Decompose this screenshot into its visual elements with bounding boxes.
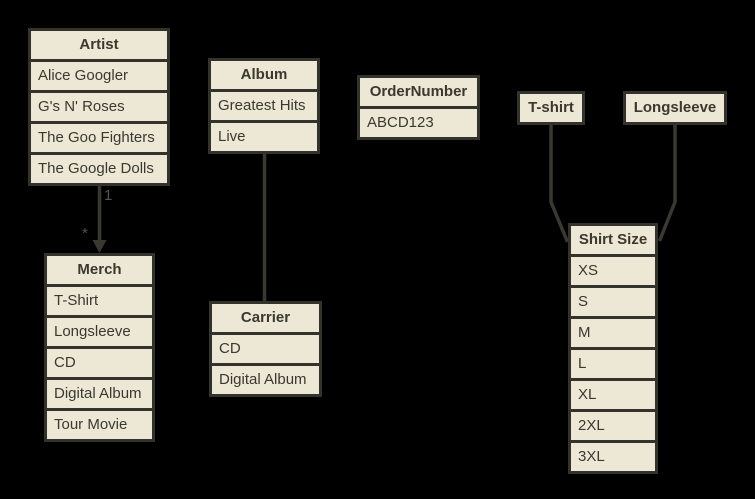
table-merch: Merch T-Shirt Longsleeve CD Digital Albu… xyxy=(44,253,155,442)
artist-merch-arrowhead-icon xyxy=(92,240,107,253)
merch-row: Longsleeve xyxy=(47,315,152,346)
table-shirt-size-title: Shirt Size xyxy=(578,231,648,248)
order-number-row: ABCD123 xyxy=(360,106,477,137)
album-row: Live xyxy=(211,120,317,151)
shirt-size-row: 3XL xyxy=(571,440,655,471)
merch-row: Tour Movie xyxy=(47,408,152,439)
artist-row: The Goo Fighters xyxy=(31,121,167,152)
artist-row: Alice Googler xyxy=(31,59,167,90)
table-album: Album Greatest Hits Live xyxy=(208,58,320,154)
shirt-size-row: XL xyxy=(571,378,655,409)
shirt-size-row: 2XL xyxy=(571,409,655,440)
cardinality-label-one: 1 xyxy=(104,187,113,204)
table-order-number: OrderNumber ABCD123 xyxy=(357,75,480,140)
table-order-number-title: OrderNumber xyxy=(369,83,468,100)
table-merch-title: Merch xyxy=(77,261,122,278)
merch-row: Digital Album xyxy=(47,377,152,408)
node-longsleeve-title: Longsleeve xyxy=(633,99,717,116)
cardinality-label-many: * xyxy=(82,225,88,242)
shirt-size-row: S xyxy=(571,285,655,316)
node-tshirt-title: T-shirt xyxy=(528,99,574,116)
node-longsleeve: Longsleeve xyxy=(623,91,727,125)
shirt-size-row: M xyxy=(571,316,655,347)
table-shirt-size: Shirt Size XS S M L XL 2XL 3XL xyxy=(568,223,658,474)
node-tshirt: T-shirt xyxy=(517,91,585,125)
shirt-size-row: L xyxy=(571,347,655,378)
shirt-size-row: XS xyxy=(571,254,655,285)
carrier-row: Digital Album xyxy=(212,363,319,394)
tshirt-shirtsize-connector-line xyxy=(549,124,570,243)
longsleeve-shirtsize-connector-line xyxy=(657,124,677,242)
artist-row: G's N' Roses xyxy=(31,90,167,121)
table-carrier: Carrier CD Digital Album xyxy=(209,301,322,397)
album-row: Greatest Hits xyxy=(211,89,317,120)
table-carrier-title: Carrier xyxy=(240,309,291,326)
table-artist-title: Artist xyxy=(79,36,119,53)
carrier-row: CD xyxy=(212,332,319,363)
artist-row: The Google Dolls xyxy=(31,152,167,183)
table-album-title: Album xyxy=(240,66,288,83)
merch-row: CD xyxy=(47,346,152,377)
table-artist: Artist Alice Googler G's N' Roses The Go… xyxy=(28,28,170,186)
merch-row: T-Shirt xyxy=(47,284,152,315)
